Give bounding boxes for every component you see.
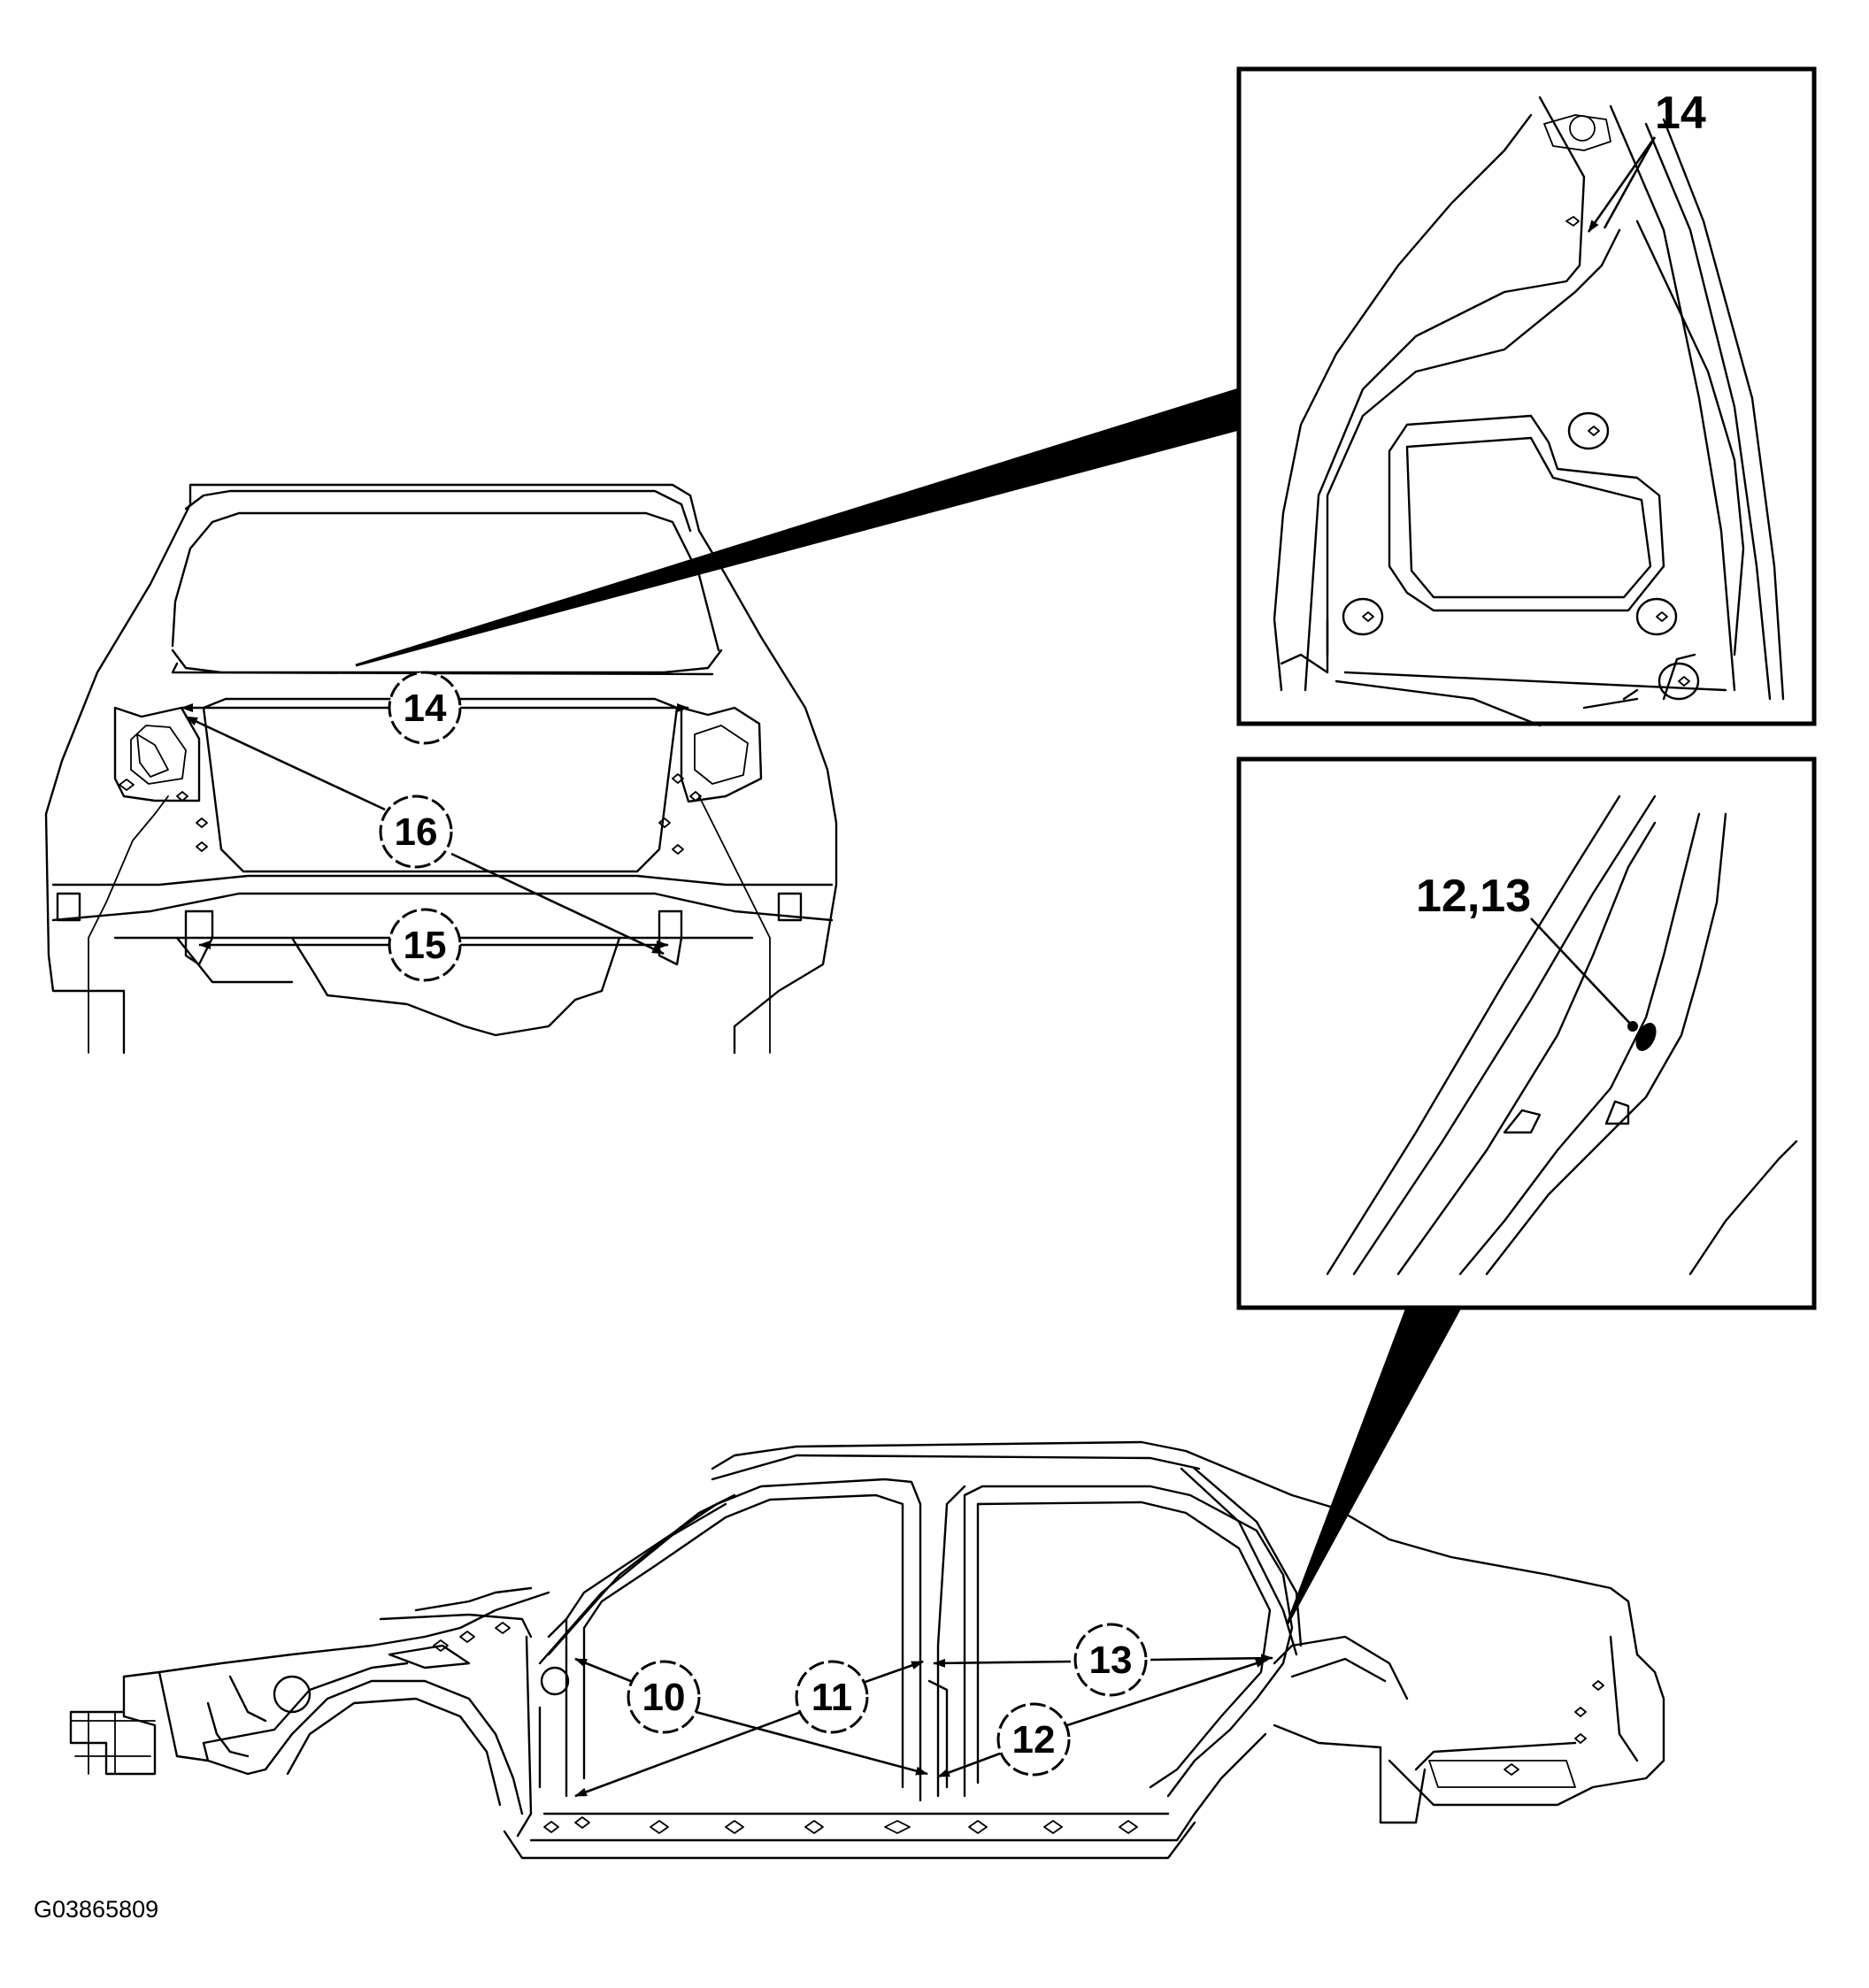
label-rear-16: 16 [395,810,438,854]
side-callout-11: 11 [795,1660,869,1734]
label-side-12: 12 [1012,1718,1056,1762]
rear-callout-14: 14 [388,671,462,745]
dimension-arrow-10-lower [685,1708,928,1776]
side-callout-13: 13 [1073,1623,1148,1697]
dimension-arrow-16-upper [185,715,386,811]
dimension-arrow-13-right [1150,1654,1273,1663]
rear-callout-15: 15 [388,908,462,982]
detail-leader-top [355,387,1241,667]
side-dimension-arrows [574,1654,1273,1798]
label-rear-14: 14 [404,687,447,730]
side-callout-12: 12 [996,1702,1071,1777]
dimension-arrow-12-upper [1061,1658,1268,1729]
detail-box-bottom: 12,13 [1236,756,1817,1310]
rear-dimension-arrows [181,703,689,956]
detail-box-top: 14 [1236,66,1817,727]
dimension-arrow-11-upper [862,1660,924,1685]
measuring-point-hole [1635,1023,1657,1051]
side-body-view [69,1440,1665,1860]
dimension-arrow-12-lower [937,1752,1001,1778]
label-side-13: 13 [1089,1639,1133,1682]
label-rear-15: 15 [404,924,447,967]
dimension-arrow-11-lower [574,1710,802,1798]
detail-leader-bottom [1286,1306,1463,1624]
dimension-arrow-16-lower [450,852,665,956]
label-side-11: 11 [811,1676,853,1719]
dimension-arrow-10-upper [574,1657,642,1687]
side-callout-10: 10 [627,1660,701,1734]
figure-code: G03865809 [34,1896,158,1923]
rear-callout-16: 16 [379,794,453,869]
dimension-arrow-13-left [933,1658,1072,1668]
detail-label-14: 14 [1655,88,1706,139]
detail-label-12-13: 12,13 [1416,871,1531,922]
label-side-10: 10 [642,1676,686,1719]
